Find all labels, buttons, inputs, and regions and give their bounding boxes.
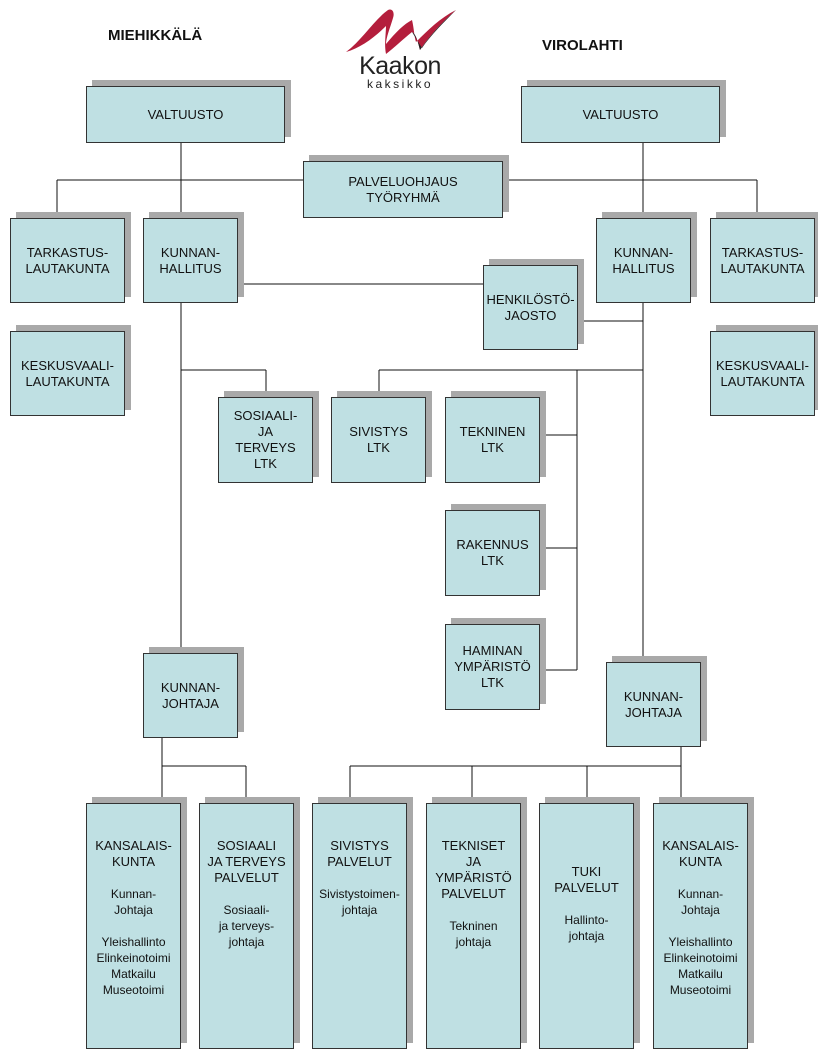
service-head: Sivistystoimen- johtaja bbox=[319, 887, 400, 917]
box-keskusvaali-virolahti: KESKUSVAALI- LAUTAKUNTA bbox=[710, 331, 815, 416]
box-label: KUNNAN- JOHTAJA bbox=[160, 679, 221, 711]
box-sivistys-ltk: SIVISTYS LTK bbox=[331, 397, 426, 483]
box-label: KUNNAN- HALLITUS bbox=[612, 244, 675, 276]
box-label: TEKNINEN LTK bbox=[459, 424, 526, 455]
box-tarkastus-miehikkala: TARKASTUS- LAUTAKUNTA bbox=[10, 218, 125, 303]
box-rakennus-ltk: RAKENNUS LTK bbox=[445, 510, 540, 596]
box-label: VALTUUSTO bbox=[147, 106, 224, 122]
kaakon-kaksikko-logo: Kaakon kaksikko bbox=[340, 4, 470, 92]
box-label: HAMINAN YMPÄRISTÖ LTK bbox=[454, 643, 531, 690]
box-label: SIVISTYS LTK bbox=[349, 424, 408, 455]
box-label: KUNNAN- JOHTAJA bbox=[623, 688, 684, 720]
box-valtuusto-virolahti: VALTUUSTO bbox=[521, 86, 720, 143]
box-valtuusto-miehikkala: VALTUUSTO bbox=[86, 86, 285, 143]
box-tekninen-ltk: TEKNINEN LTK bbox=[445, 397, 540, 483]
service-areas: Yleishallinto Elinkeinotoimi Matkailu Mu… bbox=[96, 935, 171, 997]
service-title: KANSALAIS- KUNTA bbox=[662, 838, 739, 869]
box-haminan-ymparisto-ltk: HAMINAN YMPÄRISTÖ LTK bbox=[445, 624, 540, 710]
heading-virolahti: VIROLAHTI bbox=[542, 37, 623, 54]
box-henkilostojaosto: HENKILÖSTÖ- JAOSTO bbox=[483, 265, 578, 350]
service-title: SOSIAALI JA TERVEYS PALVELUT bbox=[207, 838, 286, 885]
service-areas: Yleishallinto Elinkeinotoimi Matkailu Mu… bbox=[663, 935, 738, 997]
box-label: HENKILÖSTÖ- JAOSTO bbox=[486, 291, 575, 323]
box-label: TARKASTUS- LAUTAKUNTA bbox=[720, 244, 805, 276]
box-tuki-palvelut: TUKI PALVELUT Hallinto- johtaja bbox=[539, 803, 634, 1049]
box-label: SOSIAALI- JA TERVEYS LTK bbox=[233, 408, 298, 471]
service-title: KANSALAIS- KUNTA bbox=[95, 838, 172, 869]
box-kansalaiskunta-virolahti: KANSALAIS- KUNTA Kunnan- Johtaja Yleisha… bbox=[653, 803, 748, 1049]
box-kunnanhallitus-miehikkala: KUNNAN- HALLITUS bbox=[143, 218, 238, 303]
service-head: Tekninen johtaja bbox=[449, 919, 498, 949]
box-sivistys-palvelut: SIVISTYS PALVELUT Sivistystoimen- johtaj… bbox=[312, 803, 407, 1049]
box-kunnanjohtaja-miehikkala: KUNNAN- JOHTAJA bbox=[143, 653, 238, 738]
box-sosiaali-terveys-palvelut: SOSIAALI JA TERVEYS PALVELUT Sosiaali- j… bbox=[199, 803, 294, 1049]
service-title: TEKNISET JA YMPÄRISTÖ PALVELUT bbox=[435, 838, 512, 901]
service-title: TUKI PALVELUT bbox=[554, 864, 619, 895]
box-kunnanhallitus-virolahti: KUNNAN- HALLITUS bbox=[596, 218, 691, 303]
logo-mark-icon bbox=[346, 9, 456, 54]
logo-wordmark: Kaakon bbox=[359, 52, 441, 80]
service-head: Kunnan- Johtaja bbox=[110, 887, 157, 917]
box-tekniset-ymparisto-palvelut: TEKNISET JA YMPÄRISTÖ PALVELUT Tekninen … bbox=[426, 803, 521, 1049]
box-label: VALTUUSTO bbox=[582, 106, 659, 122]
box-kunnanjohtaja-virolahti: KUNNAN- JOHTAJA bbox=[606, 662, 701, 747]
box-palveluohjaus: PALVELUOHJAUS TYÖRYHMÄ bbox=[303, 161, 503, 218]
box-sosiaali-terveys-ltk: SOSIAALI- JA TERVEYS LTK bbox=[218, 397, 313, 483]
service-title: SIVISTYS PALVELUT bbox=[327, 838, 392, 869]
box-label: KESKUSVAALI- LAUTAKUNTA bbox=[21, 357, 114, 389]
box-keskusvaali-miehikkala: KESKUSVAALI- LAUTAKUNTA bbox=[10, 331, 125, 416]
box-label: PALVELUOHJAUS TYÖRYHMÄ bbox=[348, 173, 458, 205]
service-head: Kunnan- Johtaja bbox=[677, 887, 724, 917]
logo-subtitle: kaksikko bbox=[366, 77, 433, 91]
box-kansalaiskunta-miehikkala: KANSALAIS- KUNTA Kunnan- Johtaja Yleisha… bbox=[86, 803, 181, 1049]
service-head: Hallinto- johtaja bbox=[564, 913, 609, 943]
service-head: Sosiaali- ja terveys- johtaja bbox=[218, 903, 275, 949]
box-label: RAKENNUS LTK bbox=[456, 537, 529, 568]
box-label: KESKUSVAALI- LAUTAKUNTA bbox=[716, 357, 809, 389]
heading-miehikkala: MIEHIKKÄLÄ bbox=[108, 27, 203, 44]
box-label: TARKASTUS- LAUTAKUNTA bbox=[25, 244, 110, 276]
box-tarkastus-virolahti: TARKASTUS- LAUTAKUNTA bbox=[710, 218, 815, 303]
box-label: KUNNAN- HALLITUS bbox=[159, 244, 222, 276]
